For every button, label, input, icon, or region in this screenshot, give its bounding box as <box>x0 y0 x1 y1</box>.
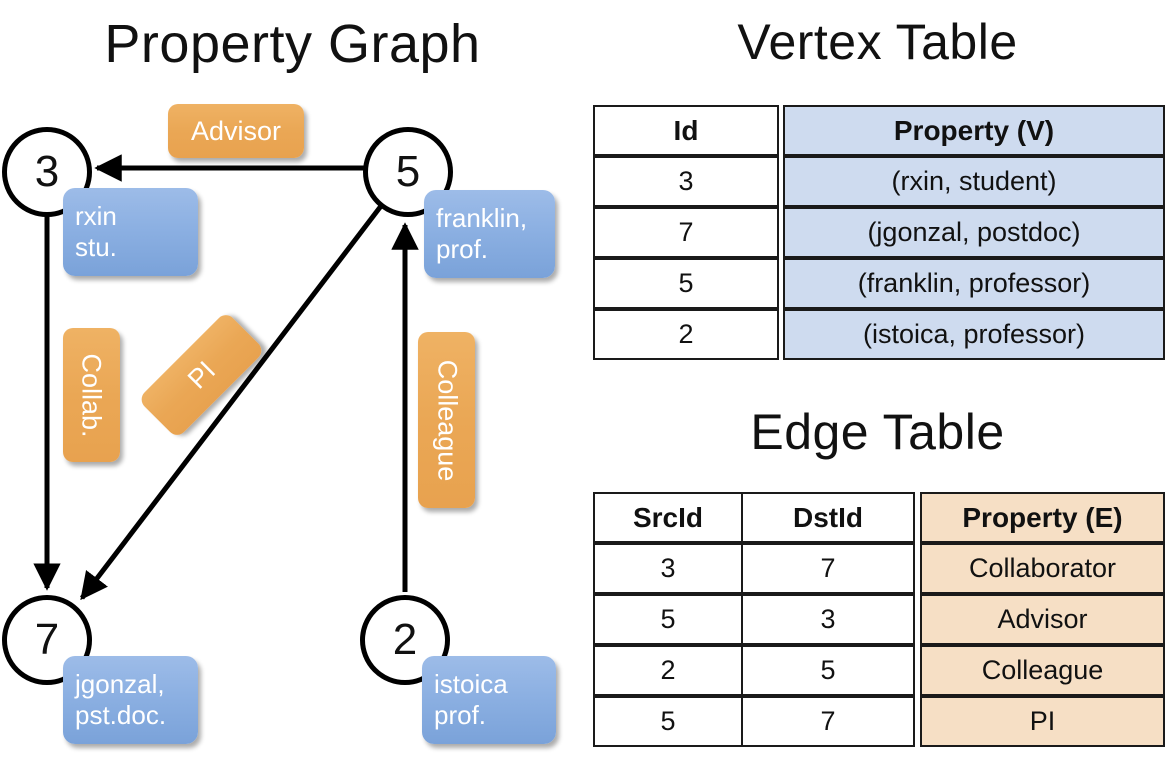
vertex-property-box-3-line2: stu. <box>75 232 117 262</box>
vertex-property-box-5: franklin, prof. <box>424 190 555 278</box>
graph-node-3-label: 3 <box>34 147 60 196</box>
vertex-property-box-7-line2: pst.doc. <box>75 700 167 730</box>
vertex-table-id-column: Id 3 7 5 2 <box>593 105 779 360</box>
table-row[interactable]: (franklin, professor) <box>783 258 1165 309</box>
vertex-property-box-2-line1: istoica <box>434 669 508 700</box>
table-row[interactable]: 3 <box>593 543 743 594</box>
vertex-property-box-7: jgonzal, pst.doc. <box>63 656 198 744</box>
table-header-row: Property (E) <box>920 492 1165 543</box>
table-row[interactable]: Collaborator <box>920 543 1165 594</box>
edge-table-cell-property: Colleague <box>920 645 1165 696</box>
edge-table-cell-srcid: 2 <box>593 645 743 696</box>
edge-table-cell-dstid: 3 <box>743 594 915 645</box>
edge-table-cell-dstid: 5 <box>743 645 915 696</box>
table-row[interactable]: 5 <box>593 594 743 645</box>
table-row[interactable]: 5 <box>743 645 915 696</box>
vertex-table-cell-property: (istoica, professor) <box>783 309 1165 360</box>
edge-table-cell-dstid: 7 <box>743 543 915 594</box>
vertex-table-cell-id: 2 <box>593 309 779 360</box>
edge-table-cell-property: Advisor <box>920 594 1165 645</box>
table-row[interactable]: 7 <box>743 543 915 594</box>
edge-label-pi-text: PI <box>181 355 221 395</box>
vertex-table-cell-property: (franklin, professor) <box>783 258 1165 309</box>
vertex-property-box-5-line1: franklin, <box>436 203 528 234</box>
graph-node-7-label: 7 <box>34 615 60 664</box>
edge-table-property-column: Property (E) Collaborator Advisor Collea… <box>920 492 1165 747</box>
edge-table-dstid-column: DstId 7 3 5 7 <box>743 492 915 747</box>
edge-line-5-to-7 <box>80 204 383 601</box>
edge-table-cell-dstid: 7 <box>743 696 915 747</box>
vertex-table-header-property: Property (V) <box>783 105 1165 156</box>
table-row[interactable]: 2 <box>593 309 779 360</box>
graph-node-2[interactable]: 2 <box>360 595 450 685</box>
graph-edge-lines <box>33 154 419 601</box>
vertex-property-box-7-line1: jgonzal, <box>75 669 165 700</box>
table-row[interactable]: (istoica, professor) <box>783 309 1165 360</box>
edge-table-cell-srcid: 5 <box>593 696 743 747</box>
vertex-property-box-2-line2: prof. <box>434 700 487 730</box>
graph-node-2-label: 2 <box>392 615 418 664</box>
vertex-table-cell-id: 7 <box>593 207 779 258</box>
edge-table-cell-property: Collaborator <box>920 543 1165 594</box>
edge-table-header-dstid: DstId <box>743 492 915 543</box>
edge-table-srcid-column: SrcId 3 5 2 5 <box>593 492 743 747</box>
table-row[interactable]: (jgonzal, postdoc) <box>783 207 1165 258</box>
edge-label-collab: Collab. <box>63 328 120 462</box>
edge-label-advisor-text: Advisor <box>190 115 282 146</box>
edge-table-cell-property: PI <box>920 696 1165 747</box>
edge-table-header-property: Property (E) <box>920 492 1165 543</box>
table-row[interactable]: Colleague <box>920 645 1165 696</box>
edge-table-header-srcid: SrcId <box>593 492 743 543</box>
vertex-table-cell-id: 5 <box>593 258 779 309</box>
table-header-row: Id <box>593 105 779 156</box>
table-row[interactable]: 2 <box>593 645 743 696</box>
page-title-vertex-table: Vertex Table <box>737 14 1018 70</box>
edge-label-collab-text: Collab. <box>77 352 108 438</box>
table-row[interactable]: 5 <box>593 258 779 309</box>
vertex-property-box-3-line1: rxin <box>75 201 117 232</box>
vertex-property-box-5-line2: prof. <box>436 234 489 264</box>
table-row[interactable]: 3 <box>593 156 779 207</box>
table-row[interactable]: Advisor <box>920 594 1165 645</box>
vertex-table-cell-id: 3 <box>593 156 779 207</box>
table-row[interactable]: 5 <box>593 696 743 747</box>
table-row[interactable]: 3 <box>743 594 915 645</box>
table-header-row: DstId <box>743 492 915 543</box>
edge-label-colleague-text: Colleague <box>432 359 462 481</box>
edge-label-advisor: Advisor <box>168 104 304 158</box>
vertex-table-cell-property: (rxin, student) <box>783 156 1165 207</box>
edge-table-cell-srcid: 3 <box>593 543 743 594</box>
edge-label-colleague: Colleague <box>418 332 475 508</box>
table-row[interactable]: 7 <box>593 207 779 258</box>
vertex-property-box-2: istoica prof. <box>422 656 556 744</box>
page-title-property-graph: Property Graph <box>104 14 481 74</box>
vertex-property-box-3: rxin stu. <box>63 188 198 276</box>
table-row[interactable]: 7 <box>743 696 915 747</box>
vertex-table-property-column: Property (V) (rxin, student) (jgonzal, p… <box>783 105 1165 360</box>
vertex-table-cell-property: (jgonzal, postdoc) <box>783 207 1165 258</box>
table-header-row: SrcId <box>593 492 743 543</box>
table-header-row: Property (V) <box>783 105 1165 156</box>
graph-node-5-label: 5 <box>395 147 421 196</box>
edge-table-cell-srcid: 5 <box>593 594 743 645</box>
page-title-edge-table: Edge Table <box>750 404 1005 460</box>
property-graph-diagram: 3 rxin stu. 5 franklin, prof. 7 jgonzal,… <box>2 104 556 744</box>
graph-node-5[interactable]: 5 <box>363 127 453 217</box>
vertex-table-header-id: Id <box>593 105 779 156</box>
table-row[interactable]: PI <box>920 696 1165 747</box>
table-row[interactable]: (rxin, student) <box>783 156 1165 207</box>
